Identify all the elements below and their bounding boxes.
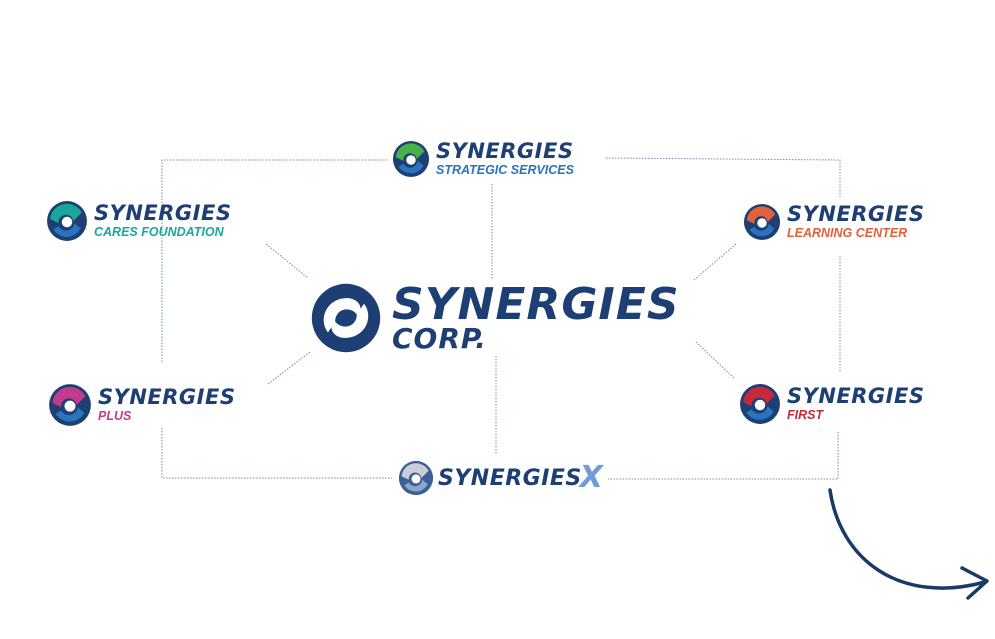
brand-name: SYNERGIES	[438, 465, 582, 491]
brand-name: SYNERGIES	[787, 202, 925, 227]
synergies-magenta-swirl-icon	[49, 384, 91, 426]
synergies-green-swirl-icon	[392, 140, 430, 178]
brand-suffix: X	[579, 460, 603, 495]
brand-sub: FIRST	[787, 408, 824, 423]
brand-sub: CARES FOUNDATION	[94, 225, 224, 240]
logo-text: SYNERGIES STRATEGIC SERVICES	[436, 141, 574, 177]
connector-frame-bottom-left	[161, 428, 392, 479]
connector-learning-corp	[693, 243, 737, 281]
synergies-red-swirl-icon	[740, 384, 780, 424]
brand-name: SYNERGIES	[98, 385, 236, 410]
logo-synergies-corp[interactable]: SYNERGIES CORP.	[310, 282, 680, 354]
brand-name: SYNERGIES	[392, 279, 680, 330]
connector-first-corp	[695, 341, 735, 379]
logo-text: SYNERGIES FIRST	[787, 386, 924, 422]
brand-name: SYNERGIES	[94, 201, 232, 226]
logo-synergies-cares-foundation[interactable]: SYNERGIES CARES FOUNDATION	[46, 200, 231, 242]
logo-text: SYNERGIES CORP.	[392, 283, 680, 353]
logo-synergies-first[interactable]: SYNERGIES FIRST	[739, 383, 924, 425]
logo-text: SYNERGIES CARES FOUNDATION	[94, 203, 231, 239]
logo-synergies-learning-center[interactable]: SYNERGIES LEARNING CENTER	[743, 203, 924, 241]
connector-frame-top-left	[161, 159, 388, 362]
synergies-teal-swirl-icon	[47, 201, 87, 241]
logo-text: SYNERGIES PLUS	[98, 387, 235, 423]
brand-sub: CORP.	[392, 322, 487, 355]
connector-frame-top-right	[605, 157, 841, 197]
synergies-orange-swirl-icon	[743, 203, 781, 241]
brand-sub: STRATEGIC SERVICES	[436, 163, 574, 178]
logo-synergies-plus[interactable]: SYNERGIES PLUS	[48, 383, 235, 427]
synergies-grey-swirl-icon	[398, 460, 434, 496]
brand-name: SYNERGIES	[436, 139, 574, 164]
connector-plus-corp	[267, 351, 311, 385]
logo-synergies-x[interactable]: SYNERGIES X	[398, 460, 603, 496]
brand-sub: LEARNING CENTER	[787, 226, 908, 241]
logo-text: SYNERGIES LEARNING CENTER	[787, 204, 924, 240]
curved-arrow-icon	[828, 488, 989, 600]
brand-sub: PLUS	[98, 409, 132, 424]
connector-frame-bottom-right	[608, 432, 839, 480]
connector-cares-corp	[265, 243, 309, 279]
logo-synergies-strategic-services[interactable]: SYNERGIES STRATEGIC SERVICES	[392, 140, 574, 178]
brand-name: SYNERGIES	[787, 384, 925, 409]
synergies-corp-swirl-icon	[311, 283, 381, 353]
